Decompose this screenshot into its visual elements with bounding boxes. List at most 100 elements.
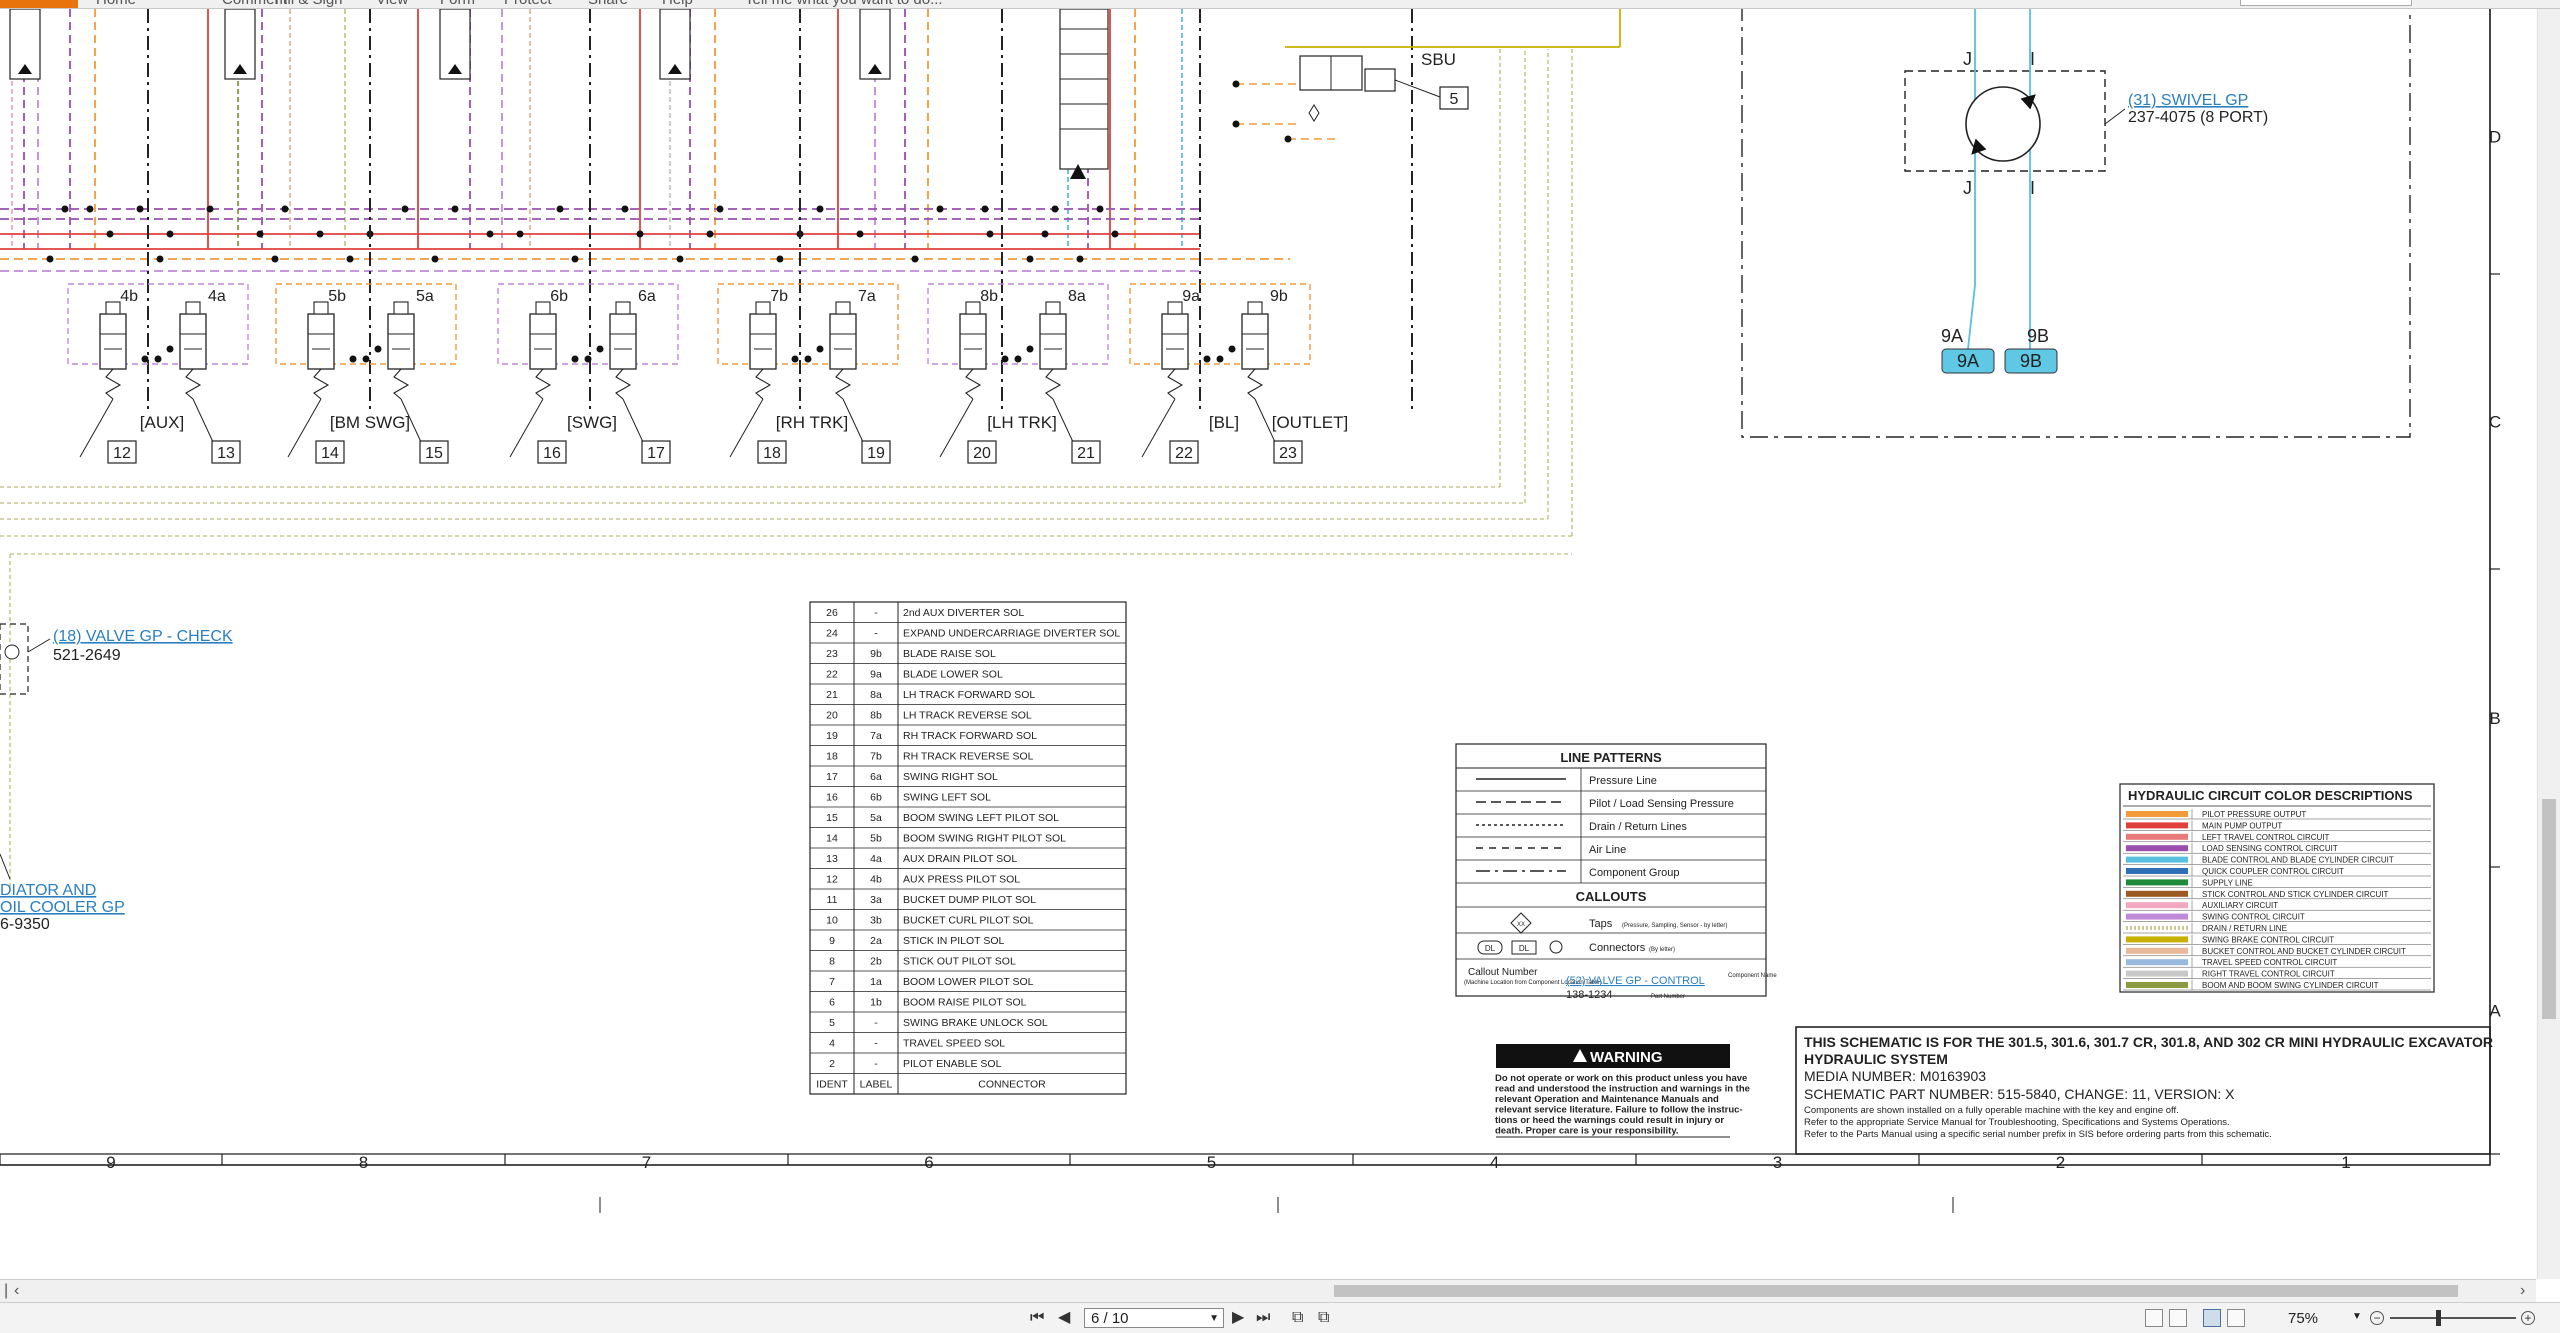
warning-text: read and understood the instruction and … — [1495, 1084, 1750, 1095]
last-page-icon[interactable]: ⏭ — [1256, 1309, 1271, 1326]
legend-title: CALLOUTS — [1576, 889, 1647, 904]
rotate-view-icon[interactable]: ⧉ — [1292, 1309, 1304, 1326]
table-cell-ident: 26 — [826, 607, 838, 619]
menu-home[interactable]: Home — [96, 0, 136, 8]
color-legend-swatch — [2126, 811, 2188, 817]
menu-share[interactable]: Share — [588, 0, 628, 8]
legend-item-label: Pilot / Load Sensing Pressure — [1589, 798, 1734, 810]
table-cell-connector: AUX DRAIN PILOT SOL — [903, 853, 1017, 865]
connector-number: 18 — [763, 445, 781, 462]
solenoid-valve-body — [179, 313, 207, 370]
tap-symbol-text: XX — [1517, 922, 1525, 928]
valve-section-label: [BM SWG] — [330, 413, 410, 432]
table-cell-connector: AUX PRESS PILOT SOL — [903, 874, 1020, 886]
menu-help[interactable]: Help — [662, 0, 693, 8]
connector-number: 22 — [1175, 445, 1193, 462]
zoom-level[interactable]: 75% — [2288, 1310, 2319, 1327]
menu-comment[interactable]: Comment — [222, 0, 287, 8]
table-cell-ident: 6 — [829, 997, 835, 1009]
junction-dot — [1001, 355, 1009, 363]
table-cell-connector: BUCKET DUMP PILOT SOL — [903, 894, 1036, 906]
horizontal-scrollbar[interactable]: | ‹ › — [0, 1279, 2536, 1302]
zoom-slider-thumb[interactable] — [2436, 1310, 2441, 1326]
fit-page-icon[interactable]: ⧉ — [1318, 1309, 1330, 1326]
menu-protect[interactable]: Protect — [504, 0, 552, 8]
vertical-scroll-thumb[interactable] — [2542, 799, 2556, 1019]
connector-number-box — [967, 440, 997, 464]
grid-column-label: 4 — [1490, 1153, 1499, 1172]
page-dropdown-icon[interactable]: ▼ — [1209, 1313, 1219, 1324]
solenoid-valve-body — [1241, 313, 1269, 370]
valve-section — [1129, 283, 1311, 464]
zoom-out-icon[interactable]: − — [2370, 1311, 2384, 1325]
table-cell-ident: 14 — [826, 833, 838, 845]
first-page-icon[interactable]: ⏮ — [1030, 1309, 1045, 1326]
valve-arrow-icon — [448, 64, 462, 74]
solenoid-label: 7b — [770, 288, 788, 305]
junction-dot — [156, 255, 164, 263]
grid-column-label: 2 — [2056, 1153, 2065, 1172]
vertical-scrollbar[interactable] — [2537, 9, 2560, 1279]
zoom-in-icon[interactable]: + — [2521, 1311, 2535, 1325]
valve-section — [67, 283, 249, 464]
connector-leader — [729, 398, 764, 458]
table-cell-ident: 7 — [829, 976, 835, 988]
table-cell-ident: 11 — [827, 894, 838, 906]
junction-dot — [1232, 80, 1240, 88]
menu-view[interactable]: View — [376, 0, 408, 8]
solenoid-coil-icon — [755, 301, 771, 315]
connector-number: 16 — [543, 445, 561, 462]
junction-dot — [1111, 230, 1119, 238]
swivel-port-label: I — [2030, 178, 2035, 198]
search-input[interactable] — [2240, 0, 2412, 6]
split-view-icon[interactable] — [2227, 1309, 2245, 1327]
table-cell-ident: 19 — [826, 730, 838, 742]
table-cell-label: - — [874, 1058, 878, 1070]
tell-me-search[interactable]: Tell me what you want to do... — [745, 0, 943, 8]
continuous-view-icon[interactable] — [2169, 1309, 2187, 1327]
scroll-left-arrow-icon[interactable]: ‹ — [14, 1282, 20, 1299]
solenoid-coil-icon — [535, 301, 551, 315]
solenoid-label: 7a — [858, 288, 876, 305]
swivel-port-label: I — [2030, 49, 2035, 69]
solenoid-label: 6a — [638, 288, 656, 305]
table-cell-label: - — [874, 1038, 878, 1050]
previous-page-icon[interactable]: ◀ — [1058, 1309, 1071, 1326]
valve-arrow-icon — [18, 64, 32, 74]
junction-dot — [166, 230, 174, 238]
color-legend-swatch — [2126, 822, 2188, 829]
junction-dot — [1228, 345, 1236, 353]
scroll-right-arrow-icon[interactable]: › — [2520, 1282, 2526, 1299]
connector-number: 13 — [217, 445, 235, 462]
table-cell-label: 1a — [870, 976, 882, 988]
next-page-icon[interactable]: ▶ — [1232, 1309, 1245, 1326]
junction-dot — [1096, 205, 1104, 213]
connector-number: 21 — [1077, 445, 1095, 462]
file-tab[interactable] — [0, 0, 78, 8]
connector-leader — [287, 398, 322, 458]
legend-item-note: (Pressure, Sampling, Sensor - by letter) — [1622, 923, 1727, 929]
color-legend-swatch — [2126, 970, 2188, 977]
valve-arrow-icon — [668, 64, 682, 74]
junction-dot — [556, 205, 564, 213]
legend-item-label: Component Group — [1589, 867, 1680, 879]
color-legend-swatch — [2126, 982, 2188, 988]
table-cell-ident: 18 — [826, 751, 838, 763]
zoom-dropdown-icon[interactable]: ▼ — [2352, 1311, 2362, 1322]
single-page-view-icon[interactable] — [2145, 1309, 2163, 1327]
color-legend-swatch — [2126, 833, 2188, 840]
connector-leader — [1141, 398, 1176, 458]
connector-number: 19 — [867, 445, 885, 462]
horizontal-scroll-thumb[interactable] — [1334, 1285, 2458, 1297]
scroll-left-icon[interactable]: | — [4, 1282, 9, 1299]
junction-dot — [1284, 135, 1292, 143]
menu-form[interactable]: Form — [440, 0, 475, 8]
menu-fill-sign[interactable]: Fill & Sign — [275, 0, 343, 8]
table-cell-label: 4b — [870, 874, 882, 886]
zoom-slider-track[interactable] — [2390, 1317, 2516, 1319]
page-number-input[interactable]: 6 / 10 ▼ — [1084, 1308, 1224, 1328]
junction-dot — [374, 345, 382, 353]
facing-view-icon[interactable] — [2203, 1309, 2221, 1327]
table-cell-connector: BUCKET CURL PILOT SOL — [903, 915, 1034, 927]
